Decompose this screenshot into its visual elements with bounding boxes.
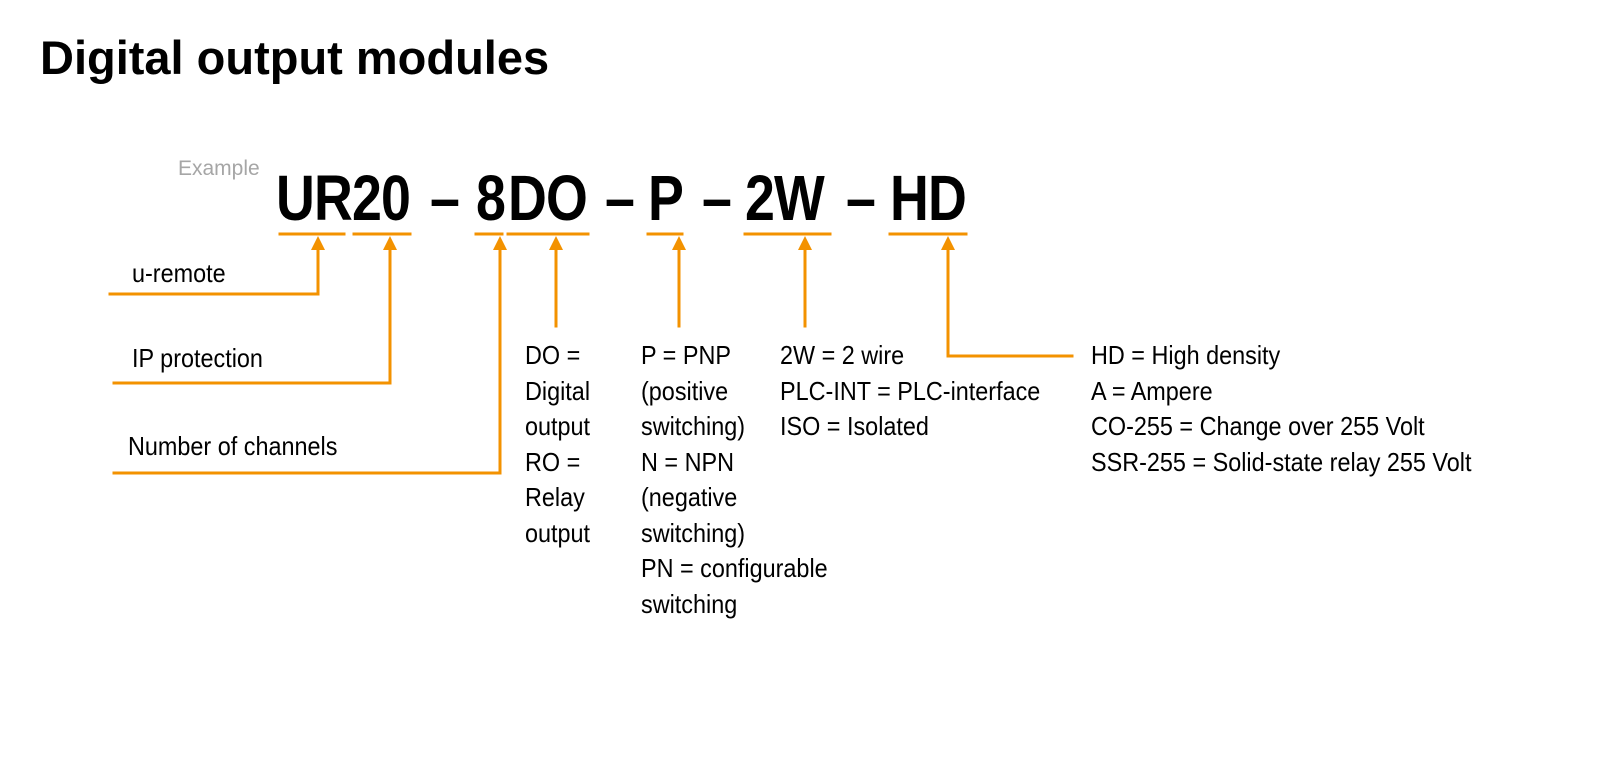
- leader-u-remote: [108, 244, 320, 296]
- leader-ip-protection: [112, 244, 392, 385]
- description-line: SSR-255 = Solid-state relay 255 Volt: [1091, 446, 1472, 477]
- leader-hd: [946, 244, 1074, 358]
- arrowhead: [383, 236, 397, 250]
- description-line: P = PNP: [641, 340, 731, 370]
- description-line: CO-255 = Change over 255 Volt: [1091, 411, 1425, 441]
- code-segment-20: 20: [352, 162, 411, 234]
- description-line: switching): [641, 411, 746, 441]
- code-separator: –: [846, 162, 876, 234]
- description-2w: 2W = 2 wire PLC-INT = PLC-interface ISO …: [780, 338, 1040, 445]
- page-title: Digital output modules: [40, 31, 550, 84]
- code-segment-hd: HD: [890, 162, 967, 234]
- code-segment-2w: 2W: [745, 162, 825, 234]
- code-separator: –: [702, 162, 732, 234]
- arrowhead: [672, 236, 686, 250]
- description-line: (negative: [641, 482, 738, 512]
- arrowhead: [493, 236, 507, 250]
- arrowhead: [798, 236, 812, 250]
- description-line: switching): [641, 517, 746, 548]
- description-line: output: [525, 517, 591, 548]
- description-line: (positive: [641, 375, 729, 406]
- description-line: 2W = 2 wire: [780, 340, 905, 370]
- code-separator: –: [605, 162, 635, 234]
- description-line: Digital: [525, 375, 591, 406]
- description-line: RO =: [525, 446, 581, 477]
- arrowhead: [311, 236, 325, 250]
- label-number-of-channels: Number of channels: [128, 431, 338, 461]
- code-separator: –: [430, 162, 460, 234]
- description-p: P = PNP (positive switching) N = NPN (ne…: [641, 338, 828, 622]
- description-line: A = Ampere: [1091, 375, 1213, 406]
- code-segment-ur: UR: [276, 162, 353, 234]
- code-segment-p: P: [648, 162, 684, 234]
- code-segment-8: 8: [476, 162, 506, 234]
- description-line: ISO = Isolated: [780, 411, 929, 441]
- description-line: output: [525, 411, 591, 441]
- description-hd: HD = High density A = Ampere CO-255 = Ch…: [1091, 338, 1471, 480]
- label-ip-protection: IP protection: [132, 343, 263, 373]
- leader-number-of-channels: [112, 244, 502, 475]
- description-line: switching: [641, 588, 738, 619]
- description-line: HD = High density: [1091, 340, 1281, 370]
- code-segment-do: DO: [508, 162, 588, 234]
- description-line: PN = configurable: [641, 553, 828, 583]
- description-do: DO = Digital output RO = Relay output: [525, 338, 590, 551]
- description-line: Relay: [525, 482, 585, 512]
- description-line: DO =: [525, 340, 581, 370]
- example-label: Example: [178, 157, 260, 180]
- description-line: N = NPN: [641, 446, 734, 477]
- label-u-remote: u-remote: [132, 258, 226, 288]
- arrowhead: [549, 236, 563, 250]
- arrowhead: [941, 236, 955, 250]
- description-line: PLC-INT = PLC-interface: [780, 375, 1041, 406]
